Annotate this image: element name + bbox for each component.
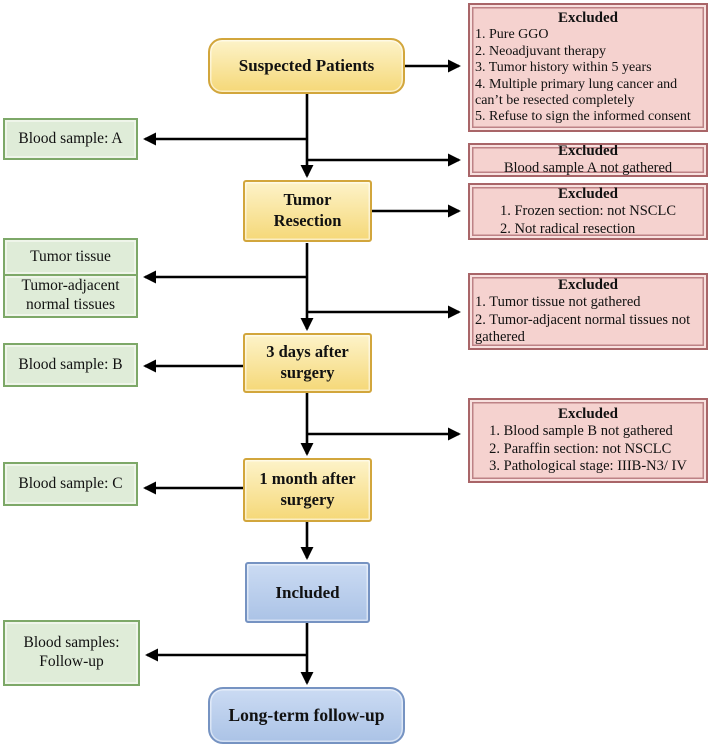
excluded-box-1: Excluded 1. Pure GGO 2. Neoadjuvant ther…: [468, 3, 708, 132]
excluded-item: 3. Pathological stage: IIIB-N3/ IV: [489, 458, 687, 475]
excluded-item: 5. Refuse to sign the informed consent: [475, 109, 691, 125]
excluded-box-5: Excluded 1. Blood sample B not gathered …: [468, 398, 708, 483]
excluded-item: Blood sample A not gathered: [503, 160, 673, 177]
excluded-items: 1. Blood sample B not gathered 2. Paraff…: [475, 423, 701, 475]
excluded-items: 1. Tumor tissue not gathered 2. Tumor-ad…: [475, 294, 701, 346]
excluded-item: 1. Pure GGO: [475, 27, 549, 43]
excluded-item: 3. Tumor history within 5 years: [475, 60, 652, 76]
excluded-item: 2. Tumor-adjacent normal tissues not gat…: [475, 311, 691, 346]
excluded-item: 1. Frozen section: not NSCLC: [499, 203, 676, 220]
excluded-items: Blood sample A not gathered: [475, 160, 701, 177]
excluded-box-3: Excluded 1. Frozen section: not NSCLC 2.…: [468, 183, 708, 240]
excluded-items: 1. Frozen section: not NSCLC 2. Not radi…: [475, 203, 701, 238]
excluded-box-4: Excluded 1. Tumor tissue not gathered 2.…: [468, 273, 708, 350]
node-suspected-patients: Suspected Patients: [208, 38, 405, 94]
sample-blood-a: Blood sample: A: [3, 118, 138, 160]
sample-blood-c: Blood sample: C: [3, 462, 138, 506]
sample-blood-b: Blood sample: B: [3, 343, 138, 387]
node-1-month-after-surgery: 1 month after surgery: [243, 458, 372, 522]
excluded-title: Excluded: [557, 10, 618, 27]
sample-blood-follow-up: Blood samples: Follow-up: [3, 620, 140, 686]
excluded-title: Excluded: [557, 277, 618, 294]
sample-tumor-adjacent-tissues: Tumor-adjacent normal tissues: [3, 274, 138, 318]
node-long-term-follow-up: Long-term follow-up: [208, 687, 405, 744]
node-3-days-after-surgery: 3 days after surgery: [243, 333, 372, 393]
excluded-item: 4. Multiple primary lung cancer and can’…: [475, 76, 678, 108]
excluded-box-2: Excluded Blood sample A not gathered: [468, 143, 708, 177]
excluded-title: Excluded: [557, 186, 618, 203]
excluded-title: Excluded: [557, 143, 618, 160]
excluded-title: Excluded: [557, 406, 618, 423]
excluded-item: 2. Paraffin section: not NSCLC: [489, 440, 672, 457]
excluded-item: 1. Tumor tissue not gathered: [475, 294, 641, 311]
sample-tumor-tissue: Tumor tissue: [3, 238, 138, 276]
excluded-item: 2. Neoadjuvant therapy: [475, 43, 607, 59]
excluded-item: 1. Blood sample B not gathered: [489, 423, 673, 440]
excluded-items: 1. Pure GGO 2. Neoadjuvant therapy 3. Tu…: [475, 27, 701, 125]
node-tumor-resection: Tumor Resection: [243, 180, 372, 242]
excluded-item: 2. Not radical resection: [499, 220, 636, 237]
node-included: Included: [245, 562, 370, 623]
